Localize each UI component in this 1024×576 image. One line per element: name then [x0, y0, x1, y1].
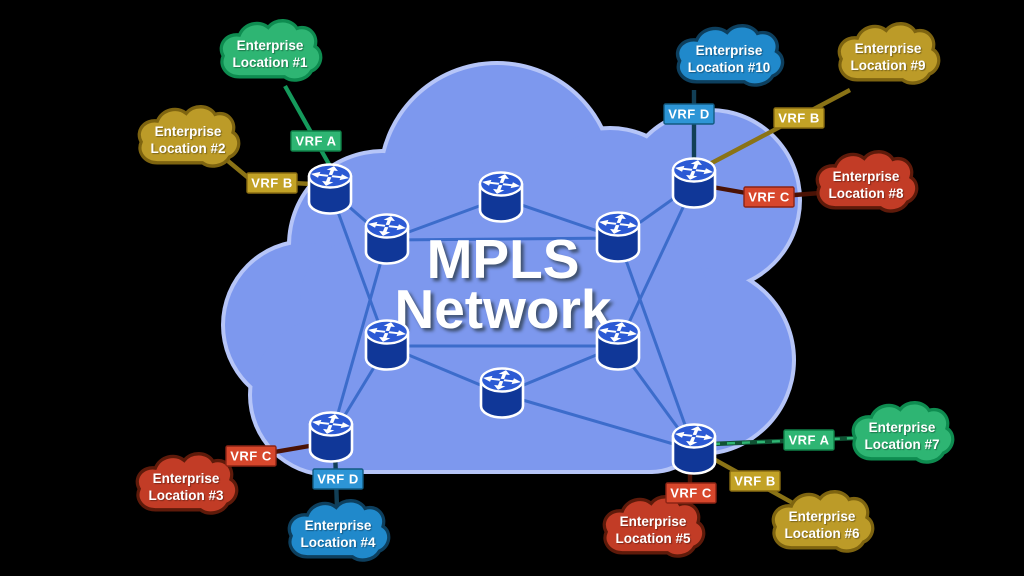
p-router-lower-left — [362, 318, 412, 371]
vrf-tag-box — [246, 172, 298, 194]
pe-router-bottom-left — [306, 410, 356, 463]
vrf-tag-text: VRF A — [788, 433, 829, 448]
link-vrf-a-location1 — [283, 84, 332, 168]
cloud-label-line2: Location #10 — [688, 60, 771, 75]
vrf-tag-box — [773, 107, 825, 129]
vrf-tag-text: VRF D — [317, 472, 359, 487]
cloud-label-line1: Enterprise — [833, 169, 900, 184]
vrf-tag-b-top-right: VRF B — [773, 107, 825, 129]
vrf-tag-box — [290, 130, 342, 152]
cloud-label-line1: Enterprise — [620, 514, 687, 529]
mpls-title-line2: Network — [395, 278, 612, 340]
cloud-label-line2: Location #6 — [784, 526, 860, 541]
enterprise-cloud-6: Enterprise Location #6 — [771, 490, 875, 553]
enterprise-cloud-2: Enterprise Location #2 — [137, 105, 241, 168]
enterprise-cloud-10: Enterprise Location #10 — [675, 24, 785, 87]
enterprise-cloud-7: Enterprise Location #7 — [851, 401, 955, 464]
enterprise-cloud-3: Enterprise Location #3 — [135, 452, 239, 515]
cloud-label-line2: Location #1 — [232, 55, 308, 70]
core-link — [328, 189, 389, 347]
core-link — [386, 236, 619, 242]
vrf-tag-text: VRF B — [251, 176, 293, 191]
vrf-tag-box — [665, 482, 717, 504]
core-link — [329, 239, 389, 439]
cloud-label-line1: Enterprise — [789, 509, 856, 524]
pe-router-bottom-right — [669, 422, 719, 475]
mpls-title-line1: MPLS — [427, 228, 580, 290]
cloud-label-line2: Location #7 — [864, 437, 939, 452]
vrf-tag-a-left: VRF A — [290, 130, 342, 152]
cloud-label-line1: Enterprise — [855, 41, 922, 56]
p-router-upper-right — [593, 210, 643, 263]
vrf-tag-c-bottom-left: VRF C — [225, 445, 277, 467]
cloud-label-line1: Enterprise — [305, 518, 372, 533]
cloud-label-line1: Enterprise — [869, 420, 936, 435]
vrf-tag-text: VRF B — [734, 474, 776, 489]
p-router-lower-right — [593, 318, 643, 371]
vrf-tag-text: VRF B — [778, 111, 820, 126]
vrf-tag-b-left: VRF B — [246, 172, 298, 194]
vrf-tag-box — [743, 186, 795, 208]
vrf-tag-text: VRF A — [295, 134, 336, 149]
cloud-label-line1: Enterprise — [696, 43, 763, 58]
p-router-bottom-center — [477, 366, 527, 419]
vrf-tag-box — [225, 445, 277, 467]
cloud-label-line2: Location #3 — [148, 488, 224, 503]
cloud-label-line2: Location #8 — [828, 186, 904, 201]
vrf-tag-text: VRF C — [670, 486, 712, 501]
cloud-label-line2: Location #2 — [150, 141, 225, 156]
core-link — [501, 392, 695, 452]
vrf-tag-d-bottom: VRF D — [312, 468, 364, 490]
p-router-upper-left — [362, 212, 412, 265]
vrf-tag-d-top: VRF D — [663, 103, 715, 125]
vrf-tag-box — [729, 470, 781, 492]
vrf-tag-box — [783, 429, 835, 451]
cloud-label-line1: Enterprise — [155, 124, 222, 139]
enterprise-cloud-9: Enterprise Location #9 — [837, 22, 941, 85]
vrf-tag-text: VRF C — [230, 449, 272, 464]
cloud-label-line1: Enterprise — [153, 471, 220, 486]
vrf-tag-text: VRF D — [668, 107, 710, 122]
enterprise-cloud-1: Enterprise Location #1 — [219, 19, 323, 82]
cloud-label-line2: Location #9 — [850, 58, 925, 73]
enterprise-cloud-8: Enterprise Location #8 — [815, 150, 919, 213]
p-router-top-center — [476, 170, 526, 223]
enterprise-cloud-5: Enterprise Location #5 — [602, 495, 706, 558]
pe-router-top-left — [305, 162, 355, 215]
vrf-tag-c-bottom-mid: VRF C — [665, 482, 717, 504]
vrf-tag-c-top-right: VRF C — [743, 186, 795, 208]
pe-router-top-right — [669, 156, 719, 209]
vrf-tag-a-right: VRF A — [783, 429, 835, 451]
vrf-tag-b-bottom-right: VRF B — [729, 470, 781, 492]
enterprise-cloud-4: Enterprise Location #4 — [287, 499, 391, 562]
cloud-label-line2: Location #5 — [615, 531, 691, 546]
core-link — [616, 183, 696, 347]
vrf-tag-box — [312, 468, 364, 490]
cloud-label-line1: Enterprise — [237, 38, 304, 53]
cloud-label-line2: Location #4 — [300, 535, 376, 550]
vrf-tag-box — [663, 103, 715, 125]
vrf-tag-text: VRF C — [748, 190, 790, 205]
core-link — [616, 237, 696, 451]
